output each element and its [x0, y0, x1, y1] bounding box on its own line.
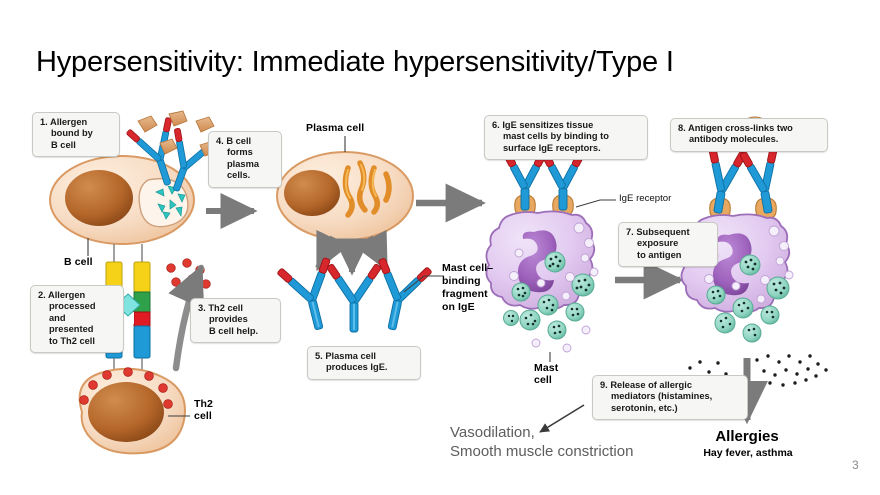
callout-step-7: 7. Subsequent exposure to antigen	[618, 222, 718, 268]
plasma-cell-figure	[276, 136, 414, 276]
callout-step-9: 9. Release of allergic mediators (histam…	[592, 375, 748, 421]
callout-step-2: 2. Allergen processed and presented to T…	[30, 285, 124, 354]
arrow-to-vasodilation	[539, 404, 585, 433]
page-title: Hypersensitivity: Immediate hypersensiti…	[36, 46, 674, 78]
outcome-vasodilation: Vasodilation, Smooth muscle constriction	[450, 424, 634, 460]
label-plasma-cell: Plasma cell	[306, 122, 365, 134]
callout-step-6: 6. IgE sensitizes tissue mast cells by b…	[484, 115, 648, 161]
label-th2-cell: Th2 cell	[194, 398, 213, 422]
label-b-cell: B cell	[64, 256, 93, 268]
label-ige-receptor: IgE receptor	[619, 193, 672, 204]
mast-cell-sensitized	[485, 152, 616, 362]
outcome-allergies-subtitle: Hay fever, asthma	[703, 447, 793, 459]
outcome-allergies-title: Allergies	[715, 428, 779, 445]
callout-step-5: 5. Plasma cell produces IgE.	[307, 346, 421, 380]
callout-step-4: 4. B cell forms plasma cells.	[208, 131, 282, 188]
free-ige-antibodies	[277, 257, 444, 333]
th2-cell-figure	[78, 367, 190, 455]
callout-step-3: 3. Th2 cell provides B cell help.	[190, 298, 281, 344]
b-cell-figure	[49, 110, 219, 256]
page-number: 3	[852, 458, 859, 472]
label-mast-cell: Mast cell	[534, 362, 559, 386]
callout-step-1: 1. Allergen bound by B cell	[32, 112, 120, 158]
label-mast-binding-fragment: Mast cell– binding fragment on IgE	[442, 262, 494, 313]
callout-step-8: 8. Antigen cross-links two antibody mole…	[670, 118, 828, 152]
